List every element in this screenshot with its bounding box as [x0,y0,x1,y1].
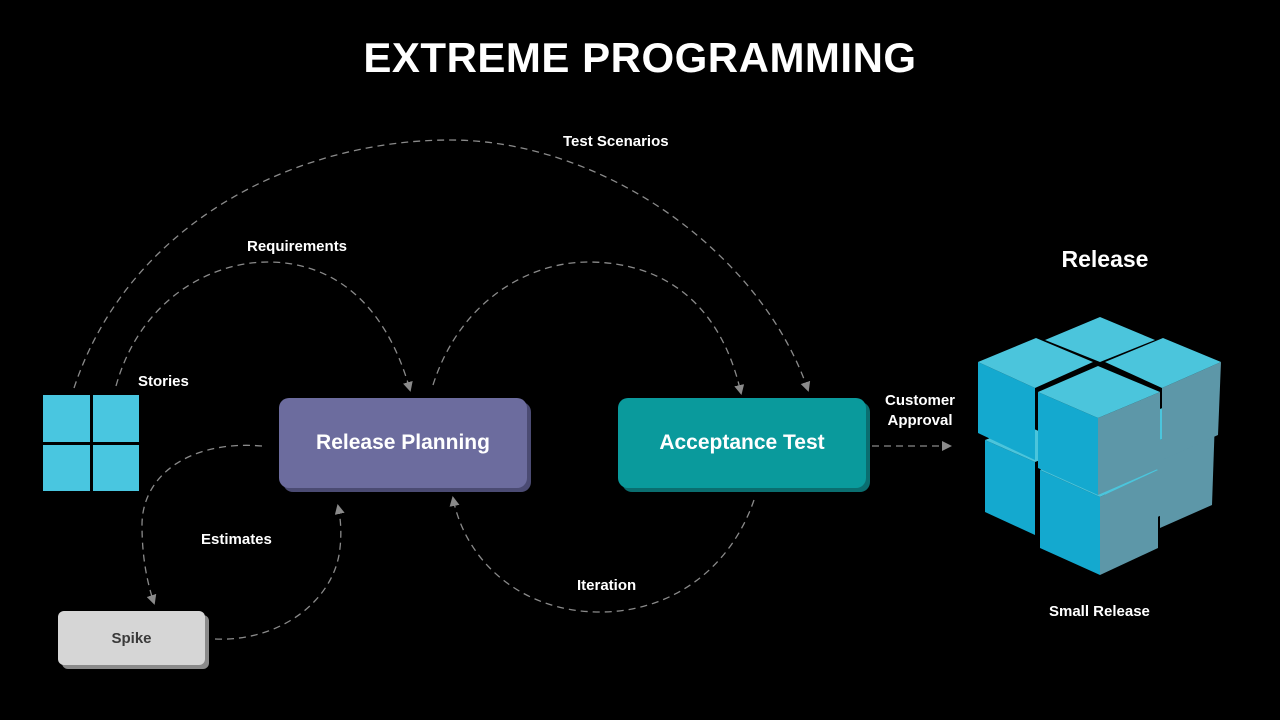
estimates-label: Estimates [201,531,272,548]
iteration-label: Iteration [577,577,637,594]
stories-tile [92,395,139,442]
cube-block [978,338,1093,460]
acceptance-test-box: Acceptance Test [618,398,866,488]
iteration-top-connector [432,261,745,395]
acceptance-test-label: Acceptance Test [659,431,825,454]
iteration-bottom-connector [449,496,755,613]
cube-block [1038,366,1160,495]
stories-label: Stories [138,373,189,390]
spike-box: Spike [58,611,205,665]
spike-to-release-planning-connector [214,504,345,640]
requirements-label: Requirements [247,238,348,255]
test-scenarios-connector [73,139,811,392]
customer-approval-label: Customer Approval [876,391,964,431]
stories-icon [43,395,139,491]
customer-approval-line2: Approval [887,412,953,429]
spike-label: Spike [111,629,152,647]
cube-block [1105,338,1221,460]
customer-approval-line1: Customer [884,392,955,409]
diagram-title: EXTREME PROGRAMMING [363,34,917,81]
cube-block [1045,317,1155,362]
stories-tile [43,395,90,442]
release-planning-box: Release Planning [279,398,527,488]
small-release-caption: Small Release [1049,603,1150,620]
requirements-connector [115,261,413,392]
release-heading: Release [1061,246,1149,272]
stories-tile [43,444,90,491]
stories-tile [92,444,139,491]
release-planning-label: Release Planning [316,431,490,454]
test-scenarios-label: Test Scenarios [563,133,669,150]
estimates-to-spike-connector [141,444,263,605]
